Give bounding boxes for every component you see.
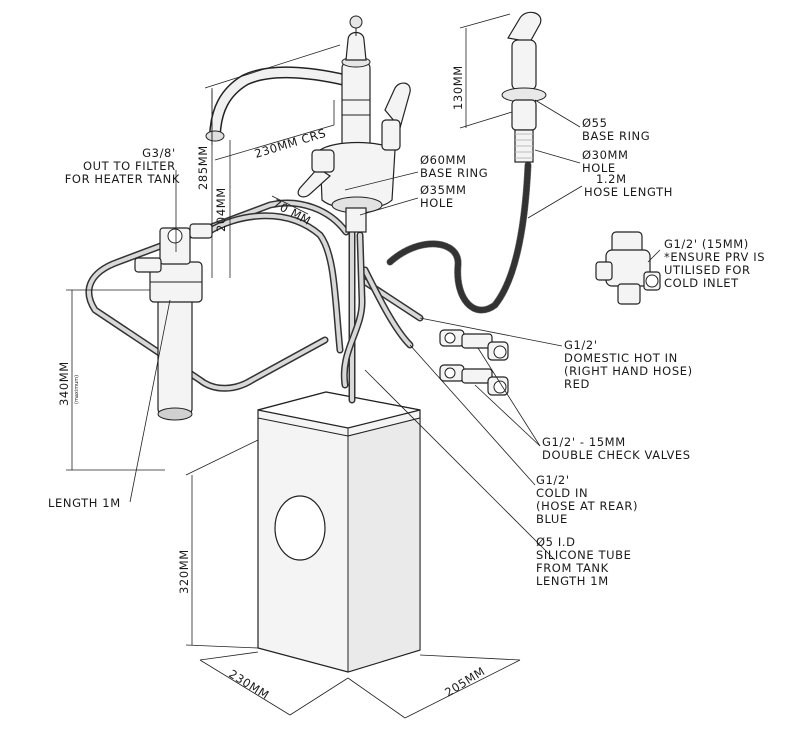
check-valves-label: G1/2' - 15MM DOUBLE CHECK VALVES: [542, 435, 691, 462]
hoses: [85, 161, 532, 404]
hole-35-label: Ø35MM HOLE: [420, 183, 471, 210]
spray-head: [501, 11, 547, 163]
prv-valve: [595, 231, 661, 305]
leader-lines: [129, 99, 661, 561]
length-1m-label: LENGTH 1M: [48, 496, 121, 510]
hole-30-label: Ø30MM HOLE: [582, 148, 633, 175]
spout-height-dimension: 204MM: [214, 187, 228, 232]
hose-length-label: 1.2M HOSE LENGTH: [584, 172, 673, 199]
base-ring-60-label: Ø60MM BASE RING: [420, 153, 488, 180]
boiler-tank: [257, 391, 421, 673]
spray-height-dimension: 130MM: [451, 65, 465, 110]
filter-height-dimension: 340MM: [57, 361, 71, 406]
domestic-hot-label: G1/2' DOMESTIC HOT IN (RIGHT HAND HOSE) …: [564, 338, 697, 391]
filter-height-sub: (maximum): [74, 375, 80, 404]
tank-width-dimension: 230MM: [226, 667, 271, 703]
tank-height-dimension: 320MM: [177, 549, 191, 594]
filter-cartridge: [134, 223, 213, 421]
check-valves: [439, 329, 509, 396]
base-ring-55-label: Ø55 BASE RING: [582, 116, 650, 143]
tap-assembly: [205, 15, 411, 233]
out-to-filter-label: G3/8' OUT TO FILTER FOR HEATER TANK: [65, 146, 180, 186]
tank-window: [274, 495, 326, 561]
prv-label: G1/2' (15MM) *ENSURE PRV IS UTILISED FOR…: [664, 237, 769, 290]
tap-height-dimension: 285MM: [196, 145, 210, 190]
dimension-lines: [66, 13, 521, 719]
silicone-tube-label: Ø5 I.D SILICONE TUBE FROM TANK LENGTH 1M: [536, 535, 636, 588]
cold-in-label: G1/2' COLD IN (HOSE AT REAR) BLUE: [536, 473, 642, 526]
tank-depth-dimension: 205MM: [442, 664, 487, 700]
